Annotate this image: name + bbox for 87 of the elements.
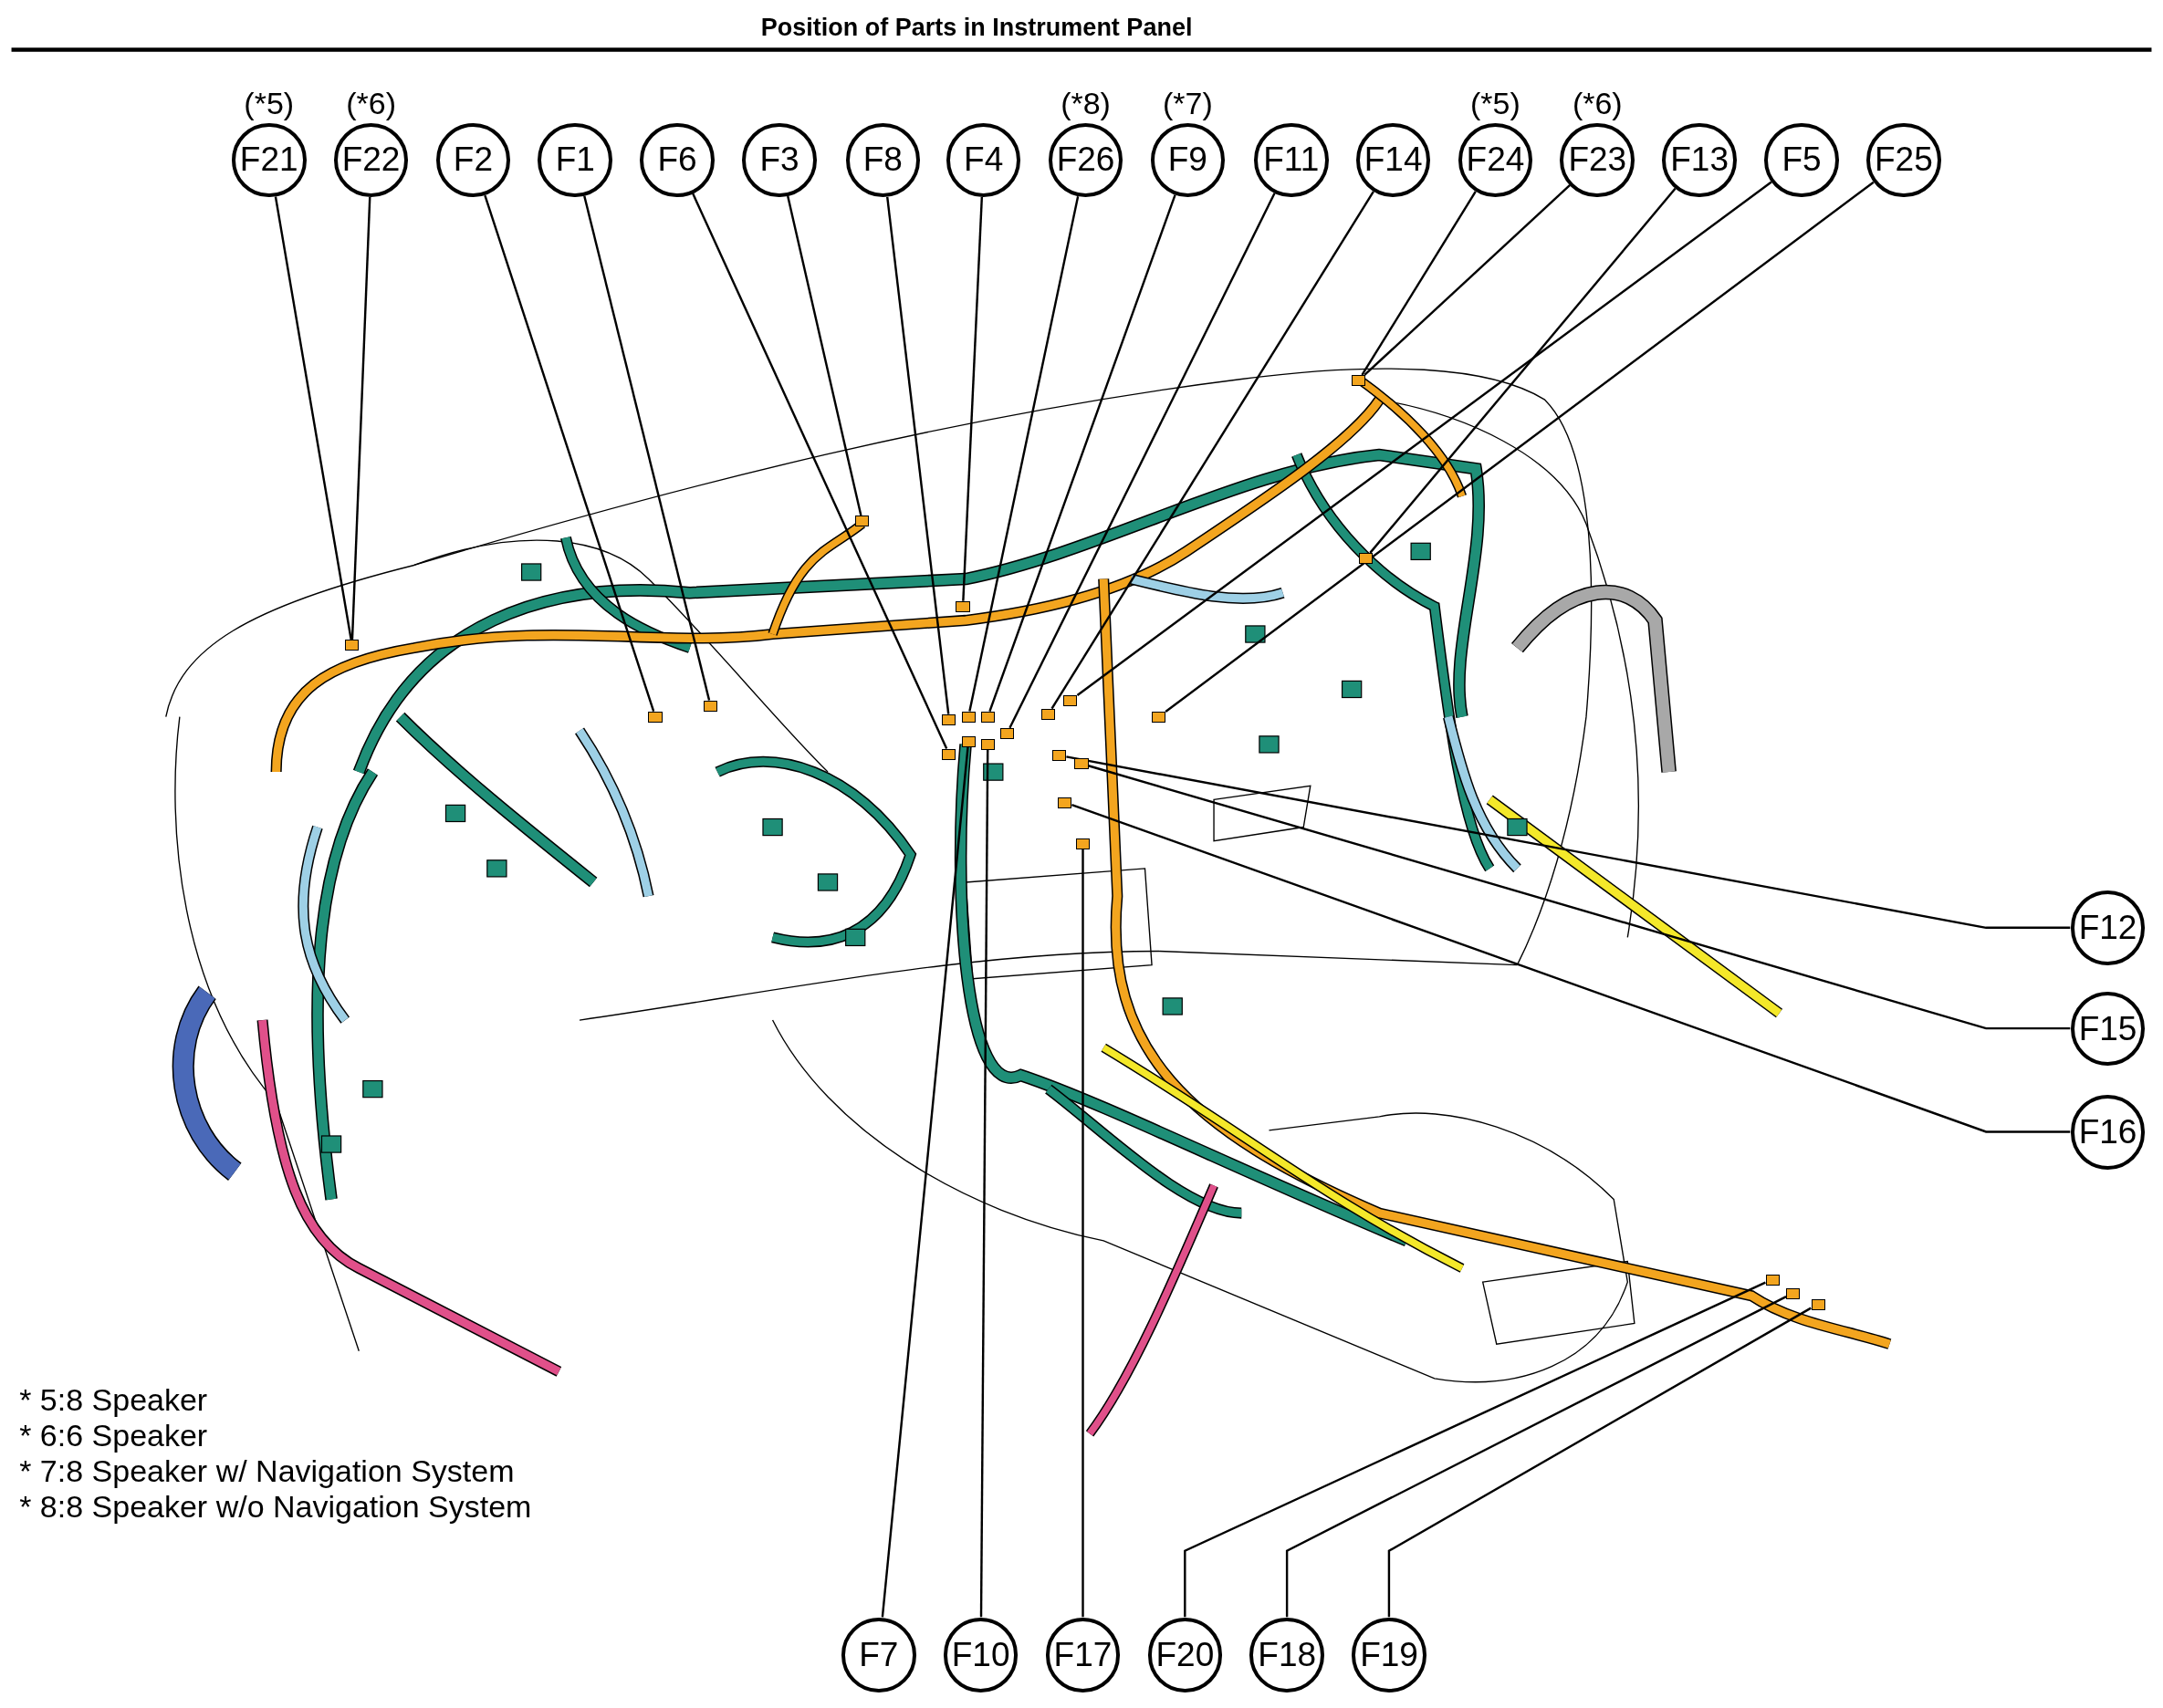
connector-box <box>1811 1298 1825 1310</box>
leader-line <box>988 194 1176 713</box>
leader-line <box>968 195 1080 712</box>
footnote-mark: (*5) <box>1470 85 1520 121</box>
leader-line <box>1088 765 2071 1030</box>
connector-box <box>1075 838 1091 850</box>
callout-circle: F26 <box>1048 122 1123 198</box>
leader-line <box>962 196 984 601</box>
callout-circle: F16 <box>2070 1095 2146 1170</box>
callout-circle: F25 <box>1866 122 1941 198</box>
connector-box <box>1152 711 1166 723</box>
connector-box <box>1352 375 1366 387</box>
callout-circle: F6 <box>640 122 715 198</box>
leader-line <box>274 196 352 640</box>
connector-box <box>1358 553 1373 565</box>
footnote-mark: (*5) <box>244 85 295 121</box>
leader-line <box>1008 193 1276 729</box>
callout-circle: F2 <box>435 122 511 198</box>
connector-box <box>999 728 1014 740</box>
leader-line <box>1364 184 1571 376</box>
callout-circle: F13 <box>1662 122 1737 198</box>
callout-circle: F7 <box>841 1617 916 1692</box>
leader-line <box>1387 1307 1812 1618</box>
callout-circle: F3 <box>742 122 817 198</box>
connector-box <box>942 748 956 760</box>
connector-box <box>956 601 970 613</box>
leader-line <box>979 749 989 1618</box>
callout-circle: F14 <box>1355 122 1431 198</box>
callout-circle: F24 <box>1458 122 1533 198</box>
callout-circle: F11 <box>1253 122 1329 198</box>
footnote-mark: (*6) <box>346 85 396 121</box>
leader-line <box>886 196 950 714</box>
leader-line <box>787 195 862 516</box>
diagram-title: Position of Parts in Instrument Panel <box>760 14 1193 43</box>
leader-line <box>692 193 948 749</box>
leader-line <box>1184 1281 1766 1618</box>
footnote-text: * 5:8 Speaker <box>19 1381 208 1418</box>
connector-box <box>648 711 663 723</box>
callout-circle: F23 <box>1560 122 1635 198</box>
callout-circle: F20 <box>1147 1617 1223 1692</box>
callout-circle: F4 <box>946 122 1021 198</box>
leader-line <box>1066 755 2071 930</box>
leader-line <box>1165 181 1875 713</box>
callout-circle: F1 <box>538 122 613 198</box>
callout-circle: F9 <box>1150 122 1226 198</box>
connector-box <box>344 640 359 651</box>
callout-circle: F8 <box>845 122 921 198</box>
callout-circle: F22 <box>333 122 409 198</box>
callout-circle: F12 <box>2070 890 2146 965</box>
footnote-text: * 7:8 Speaker w/ Navigation System <box>19 1453 515 1490</box>
connector-box <box>980 711 995 723</box>
footnote-mark: (*8) <box>1061 85 1111 121</box>
connector-box <box>961 711 976 723</box>
callout-circle: F18 <box>1249 1617 1324 1692</box>
leader-line <box>1076 181 1772 696</box>
connector-box <box>1765 1274 1780 1286</box>
leader-line <box>484 194 655 712</box>
leader-line <box>1361 191 1477 376</box>
leader-line <box>1285 1296 1787 1618</box>
connector-box <box>1063 694 1078 706</box>
callout-circle: F19 <box>1352 1617 1426 1692</box>
connector-box <box>1052 750 1067 762</box>
connector-box <box>942 713 956 725</box>
leader-line <box>1071 803 2071 1133</box>
connector-box <box>1058 797 1072 808</box>
leader-line <box>350 197 371 640</box>
leader-line <box>1082 849 1084 1618</box>
leader-line <box>1050 191 1374 710</box>
callout-circle: F15 <box>2070 991 2146 1067</box>
callout-circle: F10 <box>943 1617 1019 1692</box>
leader-line <box>583 195 711 701</box>
footnote-mark: (*6) <box>1572 85 1623 121</box>
connector-box <box>855 516 870 527</box>
callout-circle: F5 <box>1764 122 1839 198</box>
leader-line <box>881 746 969 1618</box>
connector-box <box>1786 1287 1801 1299</box>
callout-circle: F17 <box>1045 1617 1121 1692</box>
callout-circle: F21 <box>231 122 307 198</box>
footnote-mark: (*7) <box>1163 85 1213 121</box>
connector-box <box>961 736 976 748</box>
footnote-text: * 6:6 Speaker <box>19 1417 208 1453</box>
footnote-text: * 8:8 Speaker w/o Navigation System <box>19 1489 532 1526</box>
leader-line <box>1369 187 1677 554</box>
connector-box <box>980 739 995 751</box>
connector-box <box>703 700 717 712</box>
connector-box <box>1074 758 1089 770</box>
connector-box <box>1041 708 1056 720</box>
